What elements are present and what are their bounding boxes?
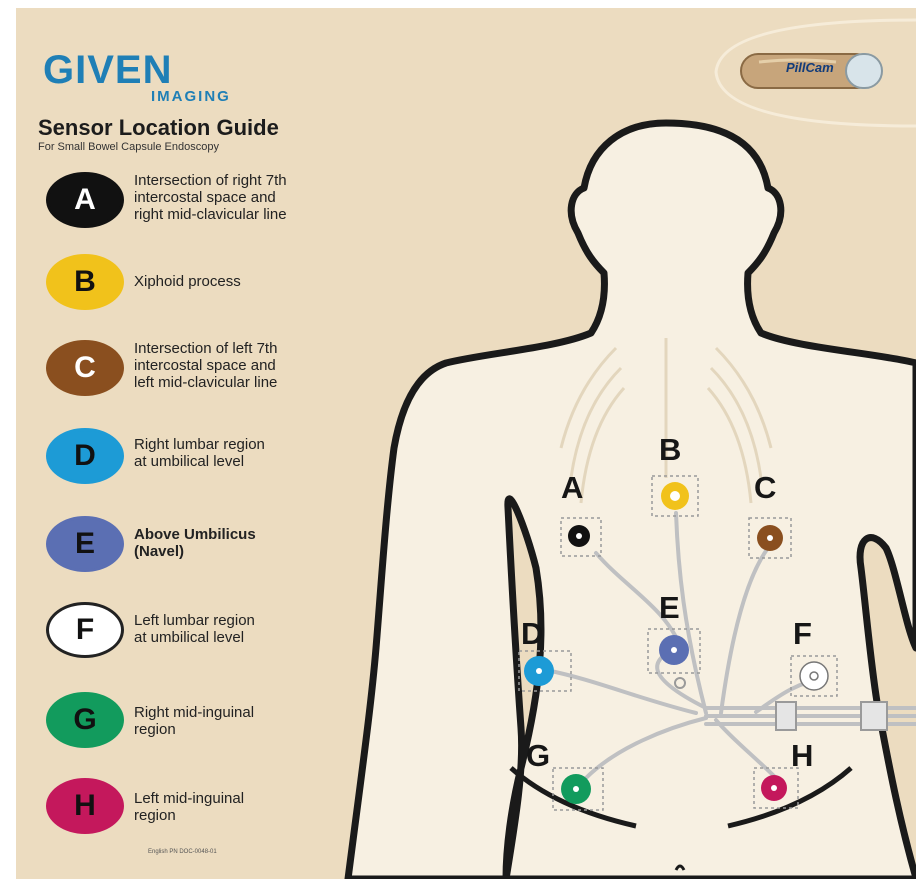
- legend-item-d: D Right lumbar region at umbilical level: [46, 428, 376, 498]
- body-label-c: C: [754, 470, 776, 506]
- body-label-f: F: [793, 616, 812, 652]
- capsule-label: PillCam: [786, 60, 834, 75]
- legend-badge-a: A: [46, 172, 124, 228]
- legend-text-d: Right lumbar region at umbilical level: [134, 436, 374, 470]
- guide-subtitle: For Small Bowel Capsule Endoscopy: [38, 141, 219, 153]
- legend-text-a: Intersection of right 7th intercostal sp…: [134, 172, 374, 223]
- wire-connector: [861, 702, 887, 730]
- legend-item-g: G Right mid-inguinal region: [46, 692, 376, 762]
- body-label-b: B: [659, 432, 681, 468]
- legend-text-e: Above Umbilicus (Navel): [134, 526, 374, 560]
- legend-badge-g: G: [46, 692, 124, 748]
- legend-badge-c: C: [46, 340, 124, 396]
- legend-item-b: B Xiphoid process: [46, 254, 376, 324]
- legend-item-h: H Left mid-inguinal region: [46, 778, 376, 848]
- legend-item-c: C Intersection of left 7th intercostal s…: [46, 340, 376, 410]
- body-label-d: D: [521, 616, 543, 652]
- legend-text-c: Intersection of left 7th intercostal spa…: [134, 340, 374, 391]
- given-imaging-logo: GIVEN IMAGING: [43, 48, 273, 118]
- body-label-h: H: [791, 738, 813, 774]
- body-label-g: G: [526, 738, 550, 774]
- legend-item-a: A Intersection of right 7th intercostal …: [46, 172, 376, 242]
- body-silhouette: [348, 123, 916, 879]
- body-label-a: A: [561, 470, 583, 506]
- footnote: English PN DOC-0048-01: [148, 849, 217, 855]
- legend-text-f: Left lumbar region at umbilical level: [134, 612, 374, 646]
- sensor-location-poster: GIVEN IMAGING PillCam Sensor Location Gu…: [16, 8, 916, 879]
- legend-text-g: Right mid-inguinal region: [134, 704, 374, 738]
- legend-badge-e: E: [46, 516, 124, 572]
- legend-badge-b: B: [46, 254, 124, 310]
- legend-text-h: Left mid-inguinal region: [134, 790, 374, 824]
- logo-wordmark: GIVEN: [43, 48, 172, 92]
- legend-badge-h: H: [46, 778, 124, 834]
- body-label-e: E: [659, 590, 680, 626]
- legend-text-b: Xiphoid process: [134, 273, 374, 290]
- legend-item-f: F Left lumbar region at umbilical level: [46, 602, 376, 672]
- legend-item-e: E Above Umbilicus (Navel): [46, 516, 376, 586]
- wire-junction: [776, 702, 796, 730]
- logo-subtitle: IMAGING: [151, 88, 231, 105]
- legend-badge-d: D: [46, 428, 124, 484]
- legend-badge-f: F: [46, 602, 124, 658]
- guide-title: Sensor Location Guide: [38, 115, 279, 141]
